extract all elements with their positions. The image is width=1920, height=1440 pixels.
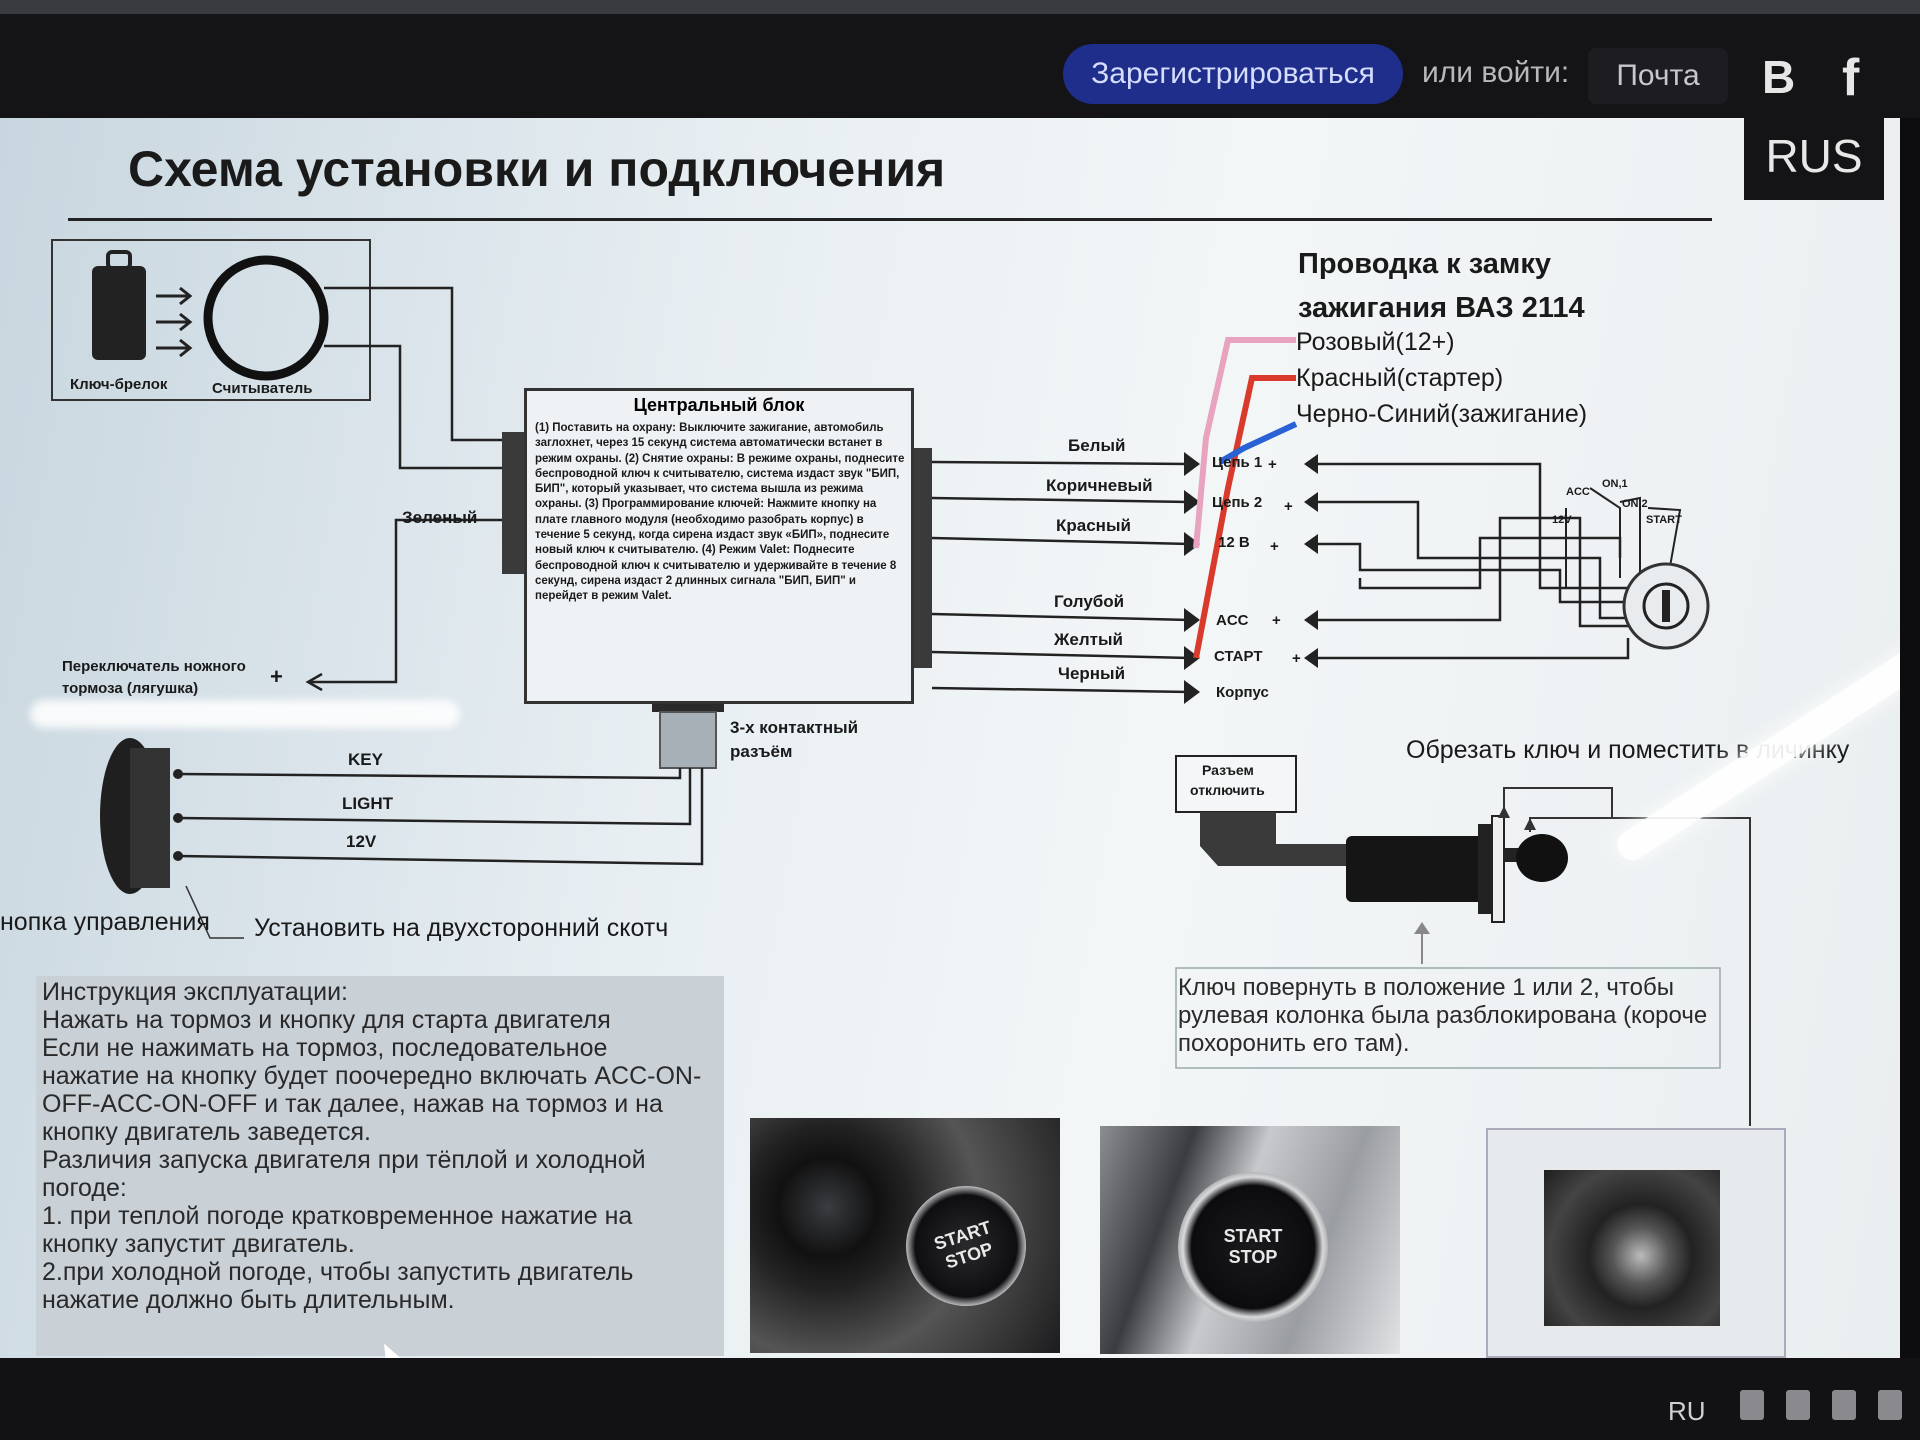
terminal-plus-2: + [1284, 498, 1293, 515]
fob-reader-box [51, 239, 371, 401]
disconnect-label-1: Разъем [1202, 762, 1254, 778]
wire-red-label: Красный [1056, 516, 1131, 535]
switch-pos-acc: ACC [1566, 486, 1590, 498]
ignition-heading-line-2: зажигания ВАЗ 2114 [1298, 292, 1585, 324]
instructions-line: Различия запуска двигателя при тёплой и … [42, 1146, 646, 1174]
battery-icon[interactable] [1786, 1390, 1810, 1420]
terminal-acc: ACC [1216, 612, 1249, 629]
instructions-line: кнопку запустит двигатель. [42, 1230, 355, 1258]
switch-pos-on1: ON,1 [1602, 478, 1628, 490]
register-button[interactable]: Зарегистрироваться [1063, 44, 1403, 104]
wire-brown-label: Коричневый [1046, 476, 1153, 495]
instructions-line: 1. при теплой погоде кратковременное наж… [42, 1202, 633, 1230]
instructions-line: кнопку двигатель заведется. [42, 1118, 371, 1146]
central-block-text: (1) Поставить на охрану: Выключите зажиг… [535, 422, 905, 603]
button-wire-12v: 12V [346, 832, 377, 851]
volume-icon[interactable] [1878, 1390, 1902, 1420]
wire-blue-label: Голубой [1054, 592, 1125, 611]
taskbar [0, 1358, 1920, 1440]
brake-switch-label-1: Переключатель ножного [62, 658, 246, 675]
button-wire-key: KEY [348, 750, 383, 769]
brake-plus-sign: + [270, 664, 283, 689]
instructions-line: 2.при холодной погоде, чтобы запустить д… [42, 1258, 634, 1286]
wire-black-label: Черный [1058, 664, 1126, 683]
title-divider [68, 218, 1712, 221]
start-stop-button-icon: START STOP [890, 1170, 1042, 1322]
instructions-line: погоде: [42, 1174, 127, 1202]
switch-pos-start: START [1646, 514, 1682, 526]
terminal-plus-3: + [1270, 538, 1279, 555]
connector-label-2: разъём [730, 742, 793, 761]
connector-label-1: 3-х контактный [730, 718, 859, 737]
page-title: Схема установки и подключения [128, 141, 946, 197]
facebook-icon[interactable]: f [1842, 49, 1860, 107]
key-fob-ring [106, 250, 132, 270]
disconnect-connector-label-box [1175, 755, 1297, 813]
central-block: Центральный блок (1) Поставить на охрану… [524, 388, 914, 704]
start-stop-button-icon: START STOP [1178, 1172, 1328, 1322]
tray-icons [1740, 1390, 1902, 1420]
operating-instructions: Инструкция эксплуатации: Нажать на тормо… [36, 976, 724, 1356]
terminal-plus-4: + [1272, 612, 1281, 629]
central-left-connector [502, 432, 526, 574]
switch-pos-on2: ON,2 [1622, 498, 1648, 510]
ignition-heading-line-1: Проводка к замку [1298, 248, 1551, 280]
button-wire-light: LIGHT [342, 794, 393, 813]
central-block-title: Центральный блок [633, 395, 805, 415]
terminal-ground: Корпус [1216, 684, 1269, 701]
terminal-start: СТАРТ [1214, 648, 1263, 665]
terminal-circuit-2: Цепь 2 [1212, 494, 1263, 511]
ignition-key-photo [1486, 1128, 1786, 1358]
terminal-12v: 12 В [1218, 534, 1250, 551]
instructions-line: Если не нажимать на тормоз, последовател… [42, 1034, 608, 1062]
mail-login-button[interactable]: Почта [1588, 48, 1728, 104]
vk-icon[interactable]: B [1762, 51, 1796, 103]
key-turn-note-box [1175, 967, 1721, 1069]
switch-pos-12v: 12V [1552, 514, 1572, 526]
terminal-circuit-1: Цепь 1 [1212, 454, 1263, 471]
ignition-wire-pink: Розовый(12+) [1296, 328, 1455, 356]
ignition-lock-image [1544, 1170, 1720, 1326]
signal-icon[interactable] [1832, 1390, 1856, 1420]
three-pin-connector [659, 711, 717, 769]
wiring-scheme-document: Схема установки и подключения [0, 118, 1900, 1358]
ignition-wiring-heading: Проводка к замку зажигания ВАЗ 2114 [1298, 242, 1585, 330]
ignition-wire-red: Красный(стартер) [1296, 364, 1504, 392]
cut-key-head [1516, 834, 1568, 882]
start-button-photo-2: START STOP [1100, 1126, 1400, 1354]
monitor-rim [0, 0, 1920, 14]
taskbar-language[interactable]: RU [1668, 1396, 1706, 1426]
tape-label: Установить на двухсторонний скотч [254, 914, 669, 942]
flag-icon[interactable] [1740, 1390, 1764, 1420]
reader-ring [203, 255, 329, 381]
terminal-plus-5: + [1292, 650, 1301, 667]
instructions-line: Нажать на тормоз и кнопку для старта дви… [42, 1006, 611, 1034]
instructions-line: OFF-ACC-ON-OFF и так далее, нажав на тор… [42, 1090, 663, 1118]
key-turn-note: Ключ повернуть в положение 1 или 2, чтоб… [1178, 974, 1708, 1057]
stop-text: STOP [1228, 1247, 1278, 1267]
instructions-line: нажатие должно быть длительным. [42, 1286, 455, 1314]
instructions-line: нажатие на кнопку будет поочередно включ… [42, 1062, 702, 1090]
instructions-heading: Инструкция эксплуатации: [42, 978, 348, 1006]
key-fob-label: Ключ-брелок [70, 376, 168, 393]
screen-glare [30, 700, 460, 728]
terminal-plus-1: + [1268, 456, 1277, 473]
ignition-wire-black-blue: Черно-Синий(зажигание) [1296, 400, 1588, 428]
language-selector[interactable]: RUS [1744, 112, 1884, 200]
key-fob-icon [92, 266, 146, 360]
start-button-photo-1: START STOP [750, 1118, 1060, 1353]
start-text: START [1223, 1226, 1283, 1246]
wire-white-label: Белый [1068, 436, 1126, 455]
disconnect-label-2: отключить [1190, 782, 1265, 798]
brake-switch-label-2: тормоза (лягушка) [62, 680, 199, 697]
arrow-icon [156, 286, 193, 358]
wire-yellow-label: Желтый [1054, 630, 1123, 649]
control-button-label: нопка управления [0, 908, 210, 936]
or-login-label: или войти: [1422, 56, 1570, 89]
green-wire-label: Зеленый [402, 508, 478, 527]
reader-label: Считыватель [212, 380, 313, 397]
site-header: Зарегистрироваться или войти: Почта B f [0, 0, 1920, 118]
lock-cylinder [1346, 836, 1488, 902]
